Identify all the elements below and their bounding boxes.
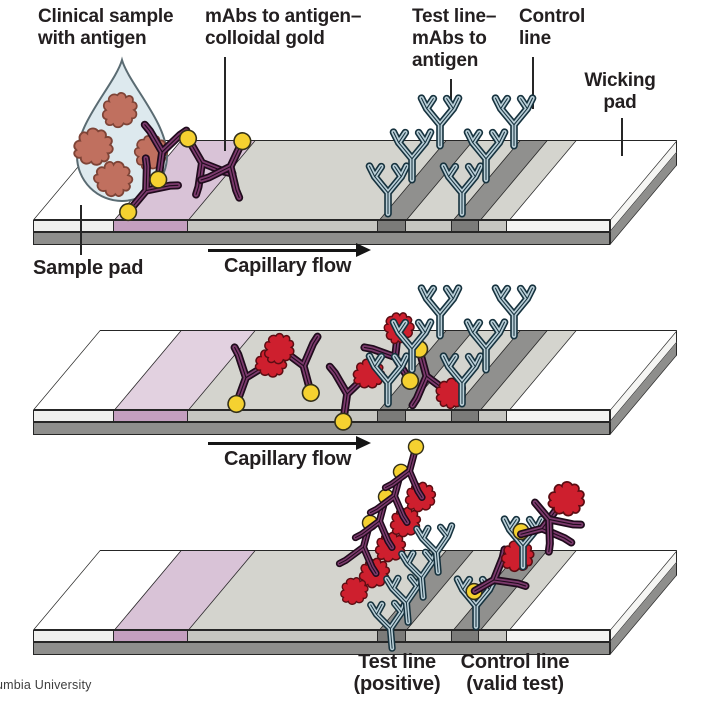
wicking-pad-edge (507, 221, 609, 231)
sample-pad-edge (34, 221, 114, 231)
antigen-in-sample (98, 89, 141, 131)
label-test-line-positive: Test line (positive) (353, 651, 441, 695)
label-clinical-sample: Clinical sample with antigen (38, 6, 174, 49)
test-line-edge (377, 221, 406, 231)
backing-card (33, 232, 610, 245)
label-control-line: Control line (519, 6, 586, 49)
label-mabs-colloidal-gold: mAbs to antigen– colloidal gold (205, 6, 362, 49)
membrane-edge (188, 221, 378, 231)
capillary-flow-arrow (208, 249, 358, 252)
conjugate-pad-edge (113, 221, 189, 231)
pointer-line-wicking-pad (621, 118, 623, 156)
capillary-flow-arrow (208, 442, 358, 445)
label-capillary-flow-1: Capillary flow (224, 255, 352, 277)
strip-membrane-top (33, 140, 678, 220)
strip-step1 (33, 140, 678, 245)
free-antigen-mab-complex (519, 476, 590, 551)
capillary-flow-arrowhead (356, 436, 371, 450)
membrane-edge (405, 221, 452, 231)
pointer-line-mabs (224, 57, 226, 151)
label-control-line-valid: Control line (valid test) (460, 651, 570, 695)
capillary-flow-arrowhead (356, 243, 371, 257)
pointer-line-test-line (450, 79, 452, 109)
membrane-edge (479, 221, 508, 231)
strip-front-edge (33, 220, 610, 232)
pointer-line-sample-pad (80, 205, 82, 255)
label-wicking-pad: Wicking pad (584, 70, 656, 113)
pointer-line-control-line (532, 57, 534, 109)
label-capillary-flow-2: Capillary flow (224, 448, 352, 470)
strip-step3 (33, 550, 678, 655)
label-sample-pad: Sample pad (33, 257, 144, 279)
test-line-band (379, 141, 474, 219)
label-test-line-mabs: Test line– mAbs to antigen (412, 6, 497, 71)
control-line-edge (451, 221, 480, 231)
strip-step2 (33, 330, 678, 435)
credit-text: umbia University (0, 678, 92, 692)
